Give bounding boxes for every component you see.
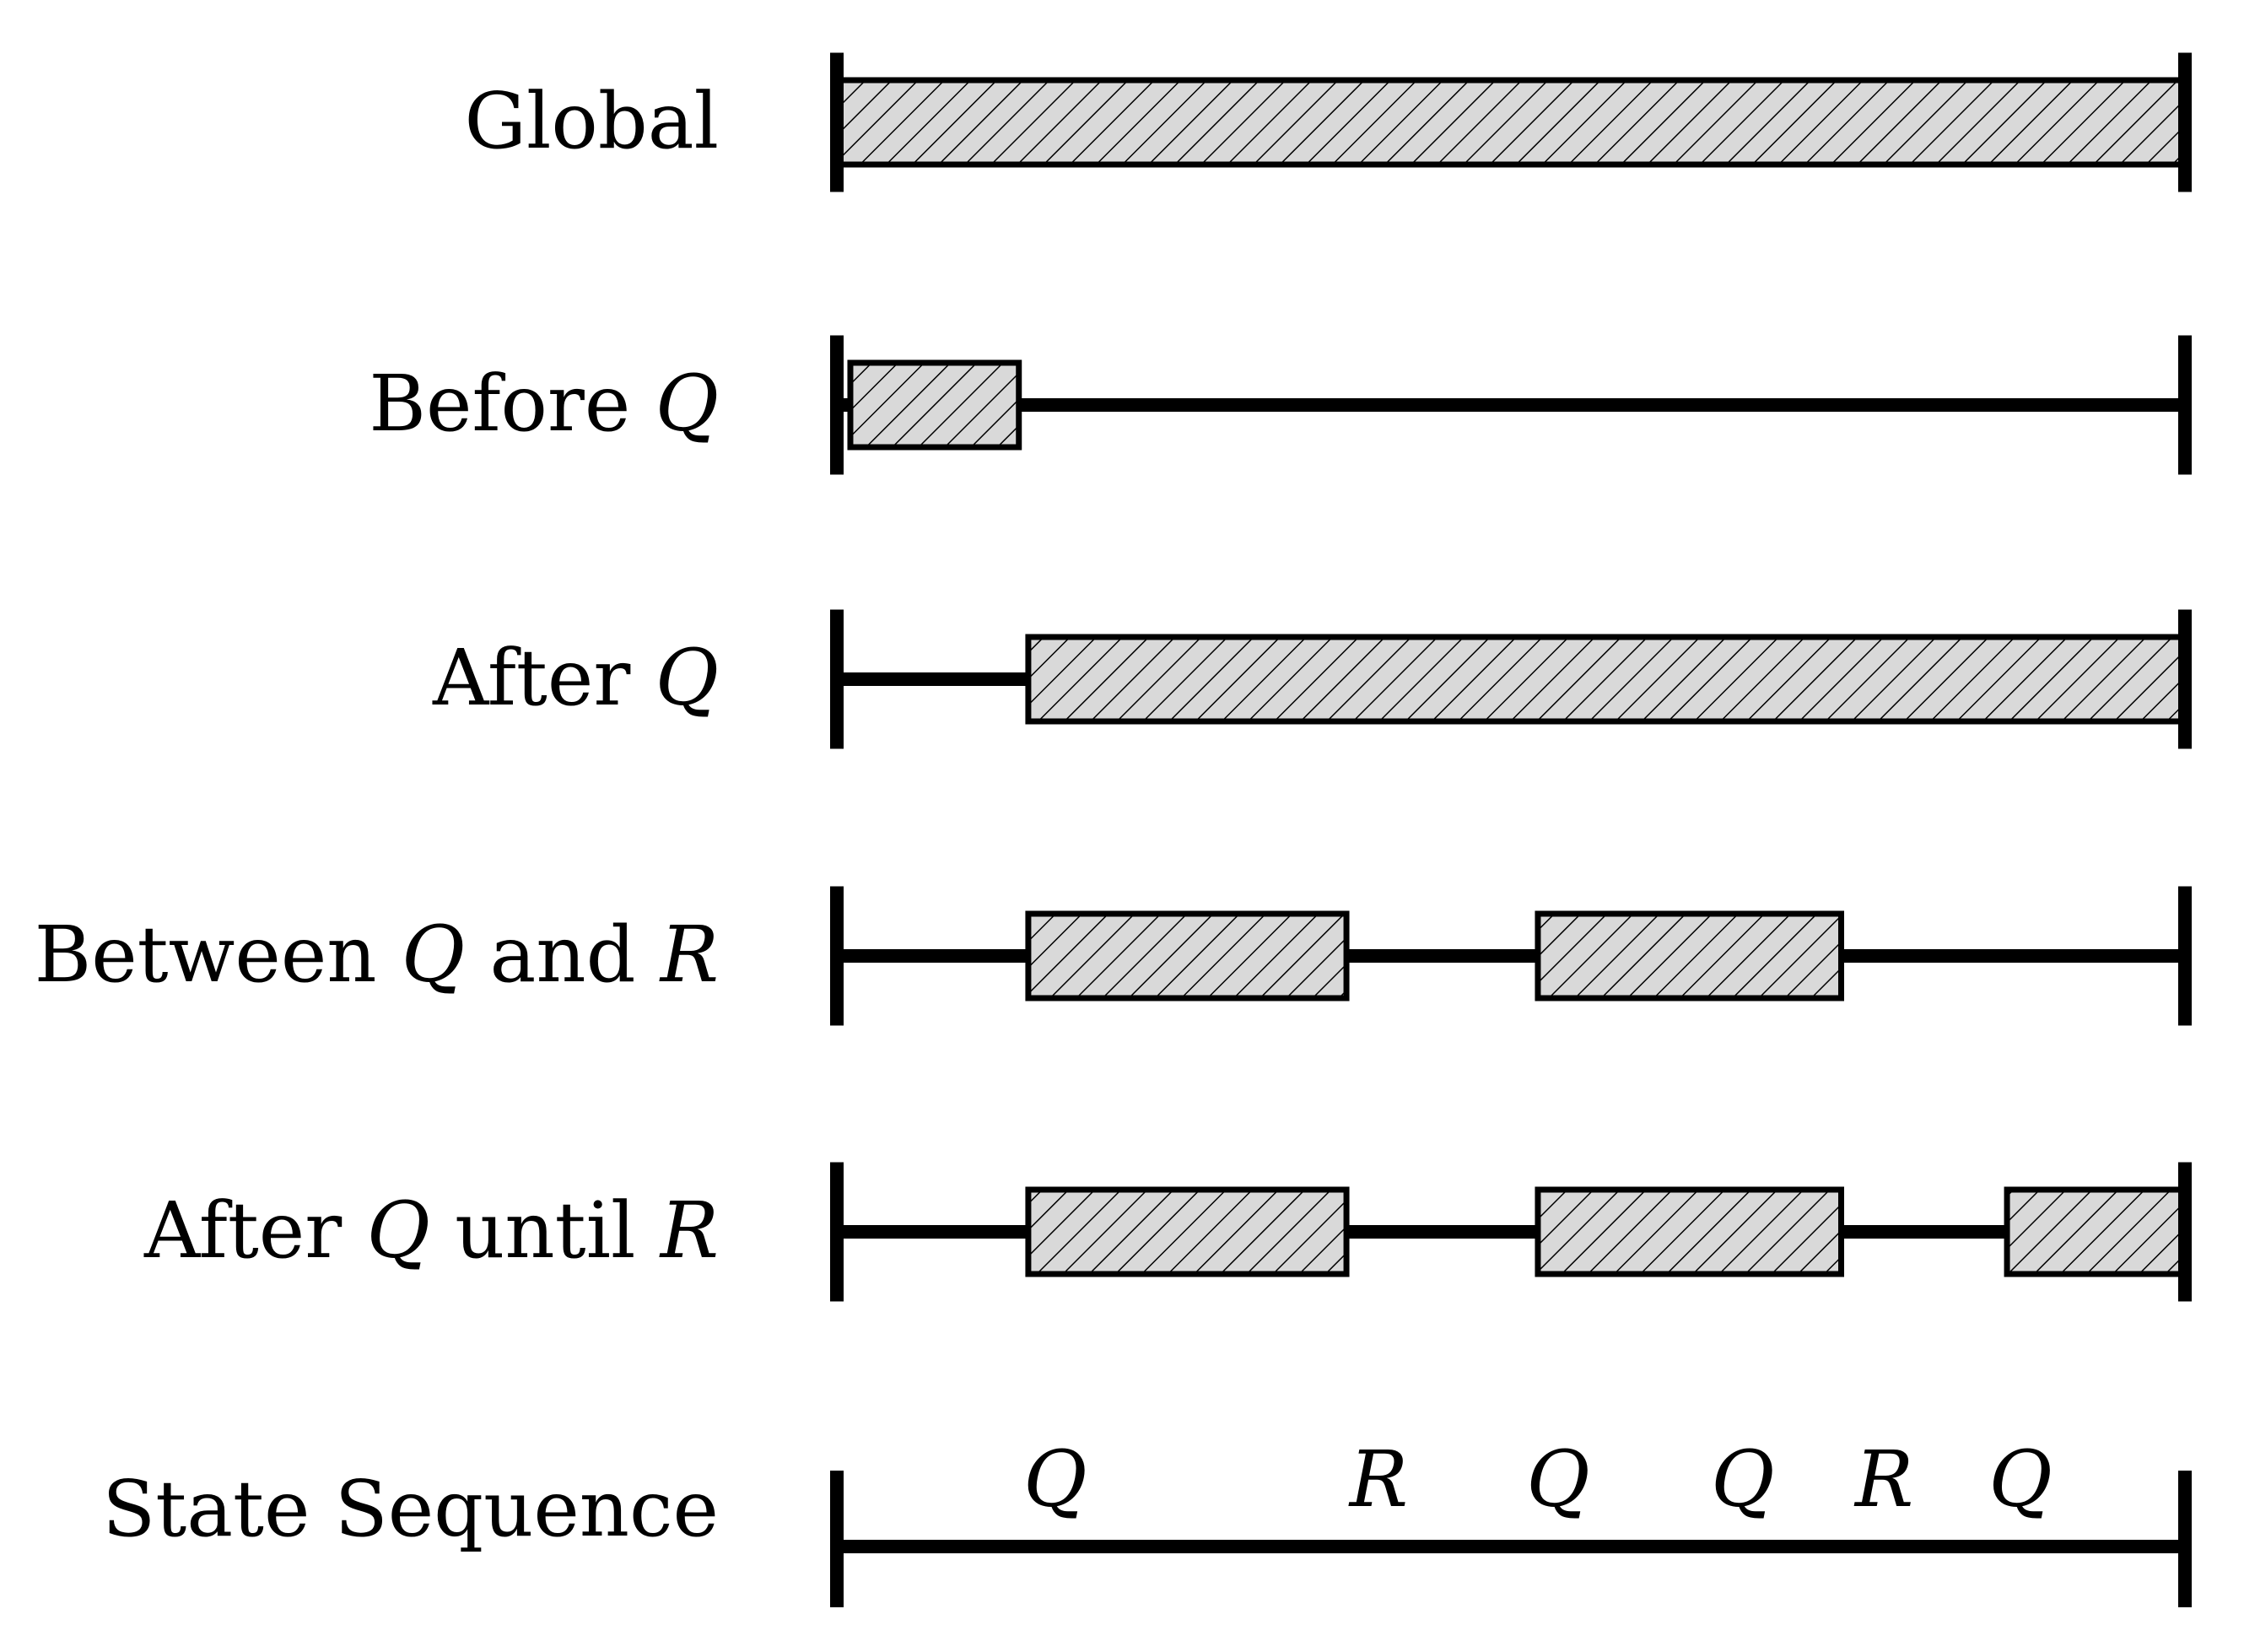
math-symbol: Q — [655, 633, 719, 723]
row-global: Global — [465, 52, 2192, 192]
state-event-q: Q — [1988, 1434, 2052, 1525]
hatched-interval — [1535, 910, 1845, 1001]
math-symbol: Q — [402, 910, 465, 1000]
hatched-interval — [833, 77, 2188, 168]
math-symbol: Q — [366, 1185, 429, 1276]
math-symbol: R — [659, 1185, 719, 1276]
row-before-q: Before Q — [369, 335, 2192, 475]
hatched-interval — [2004, 1186, 2188, 1277]
label-text: After — [432, 633, 655, 723]
state-event-q: Q — [1526, 1434, 1589, 1525]
hatched-interval — [1025, 910, 1350, 1001]
row-between-q-and-r: Between Q and R — [35, 886, 2192, 1026]
row-label: After Q — [432, 633, 719, 723]
row-after-q-until-r: After Q until R — [143, 1162, 2192, 1302]
math-symbol: Q — [655, 359, 719, 449]
state-event-r: R — [1348, 1434, 1408, 1525]
label-text: until — [430, 1185, 661, 1276]
hatched-interval — [847, 359, 1022, 451]
label-text: Global — [465, 76, 719, 166]
math-symbol: R — [659, 910, 719, 1000]
label-text: and — [465, 910, 660, 1000]
row-after-q: After Q — [432, 609, 2192, 749]
hatched-interval — [1535, 1186, 1845, 1277]
row-label: Global — [465, 76, 719, 166]
label-text: After — [143, 1185, 367, 1276]
state-event-q: Q — [1711, 1434, 1774, 1525]
state-event-q: Q — [1023, 1434, 1087, 1525]
state-event-r: R — [1853, 1434, 1913, 1525]
row-label: After Q until R — [143, 1185, 719, 1276]
state-sequence-label: State Sequence — [102, 1464, 719, 1554]
row-label: Between Q and R — [35, 910, 719, 1000]
label-text: Before — [369, 359, 655, 449]
row-label: Before Q — [369, 359, 719, 449]
hatched-interval — [1025, 634, 2188, 725]
hatched-interval — [1025, 1186, 1350, 1277]
label-text: Between — [35, 910, 402, 1000]
